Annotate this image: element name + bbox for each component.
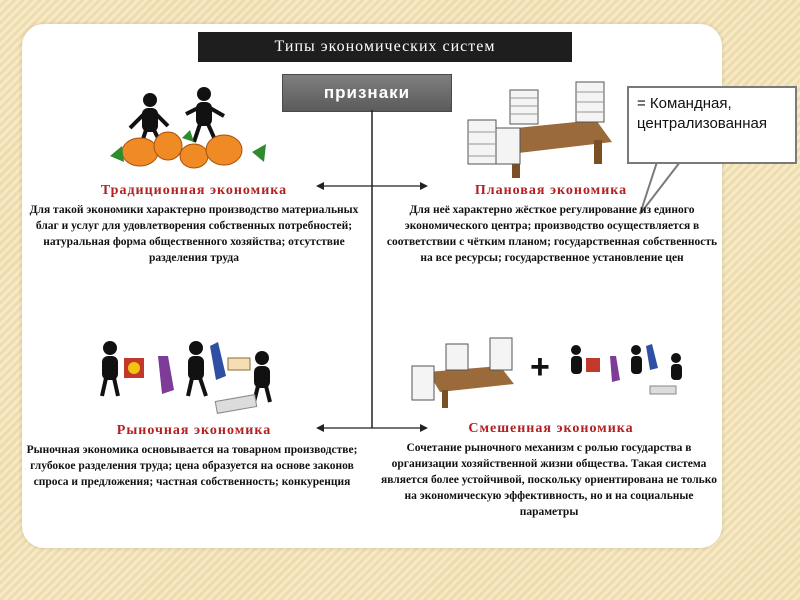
mixed-illustration-planned <box>411 337 514 408</box>
planned-illustration <box>467 81 612 178</box>
page-title: Типы экономических систем <box>198 32 572 62</box>
planned-heading: Плановая экономика <box>474 183 628 198</box>
plus-sign: + <box>530 348 550 386</box>
market-description: Рыночная экономика основывается на товар… <box>26 444 358 488</box>
arrowhead-top-right <box>420 182 428 190</box>
arrowhead-bottom-left <box>316 424 324 432</box>
mixed-illustration-market <box>571 344 682 395</box>
planned-description: Для неё характерно жёсткое регулирование… <box>386 204 718 264</box>
market-illustration <box>100 341 272 414</box>
mixed-heading: Смешенная экономика <box>468 421 634 436</box>
center-tag: признаки <box>282 74 452 112</box>
arrowhead-top-left <box>316 182 324 190</box>
arrowhead-bottom-right <box>420 424 428 432</box>
traditional-heading: Традиционная экономика <box>100 183 288 198</box>
traditional-illustration <box>110 87 266 169</box>
mixed-description: Сочетание рыночного механизм с ролью гос… <box>380 442 717 518</box>
market-heading: Рыночная экономика <box>116 423 272 438</box>
traditional-description: Для такой экономики характерно производс… <box>29 204 359 264</box>
callout-box: = Командная, централизованная <box>627 86 797 164</box>
